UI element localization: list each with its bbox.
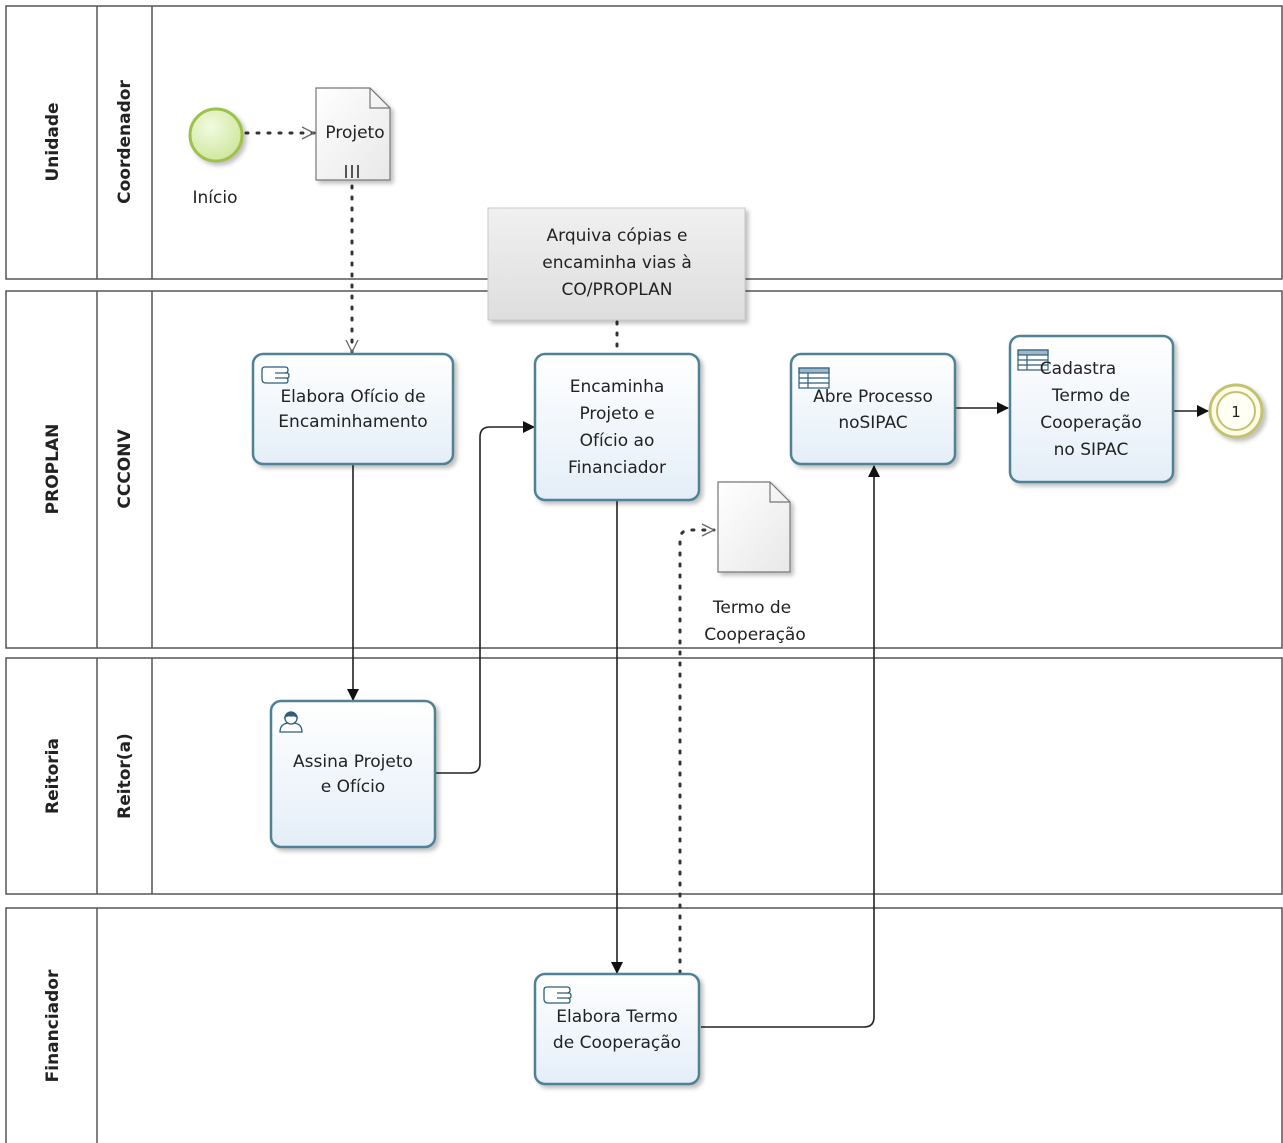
pool-label-unidade: Unidade [43, 102, 63, 181]
task-encaminha-line-3: Ofício ao [580, 431, 655, 451]
task-abre-processo-line-2: noSIPAC [838, 413, 907, 433]
task-encaminha-line-2: Projeto e [579, 404, 654, 424]
lane-label-reitor: Reitor(a) [115, 733, 135, 819]
pool-label-financiador: Financiador [43, 969, 63, 1082]
task-elabora-termo-line-2: de Cooperação [553, 1033, 681, 1053]
manual-task-icon [261, 366, 290, 384]
lane-label-coordenador: Coordenador [115, 80, 135, 204]
task-elabora-oficio[interactable] [251, 352, 455, 466]
text-annotation[interactable] [487, 207, 746, 321]
link-event-label: 1 [1231, 403, 1241, 421]
flow-assina-to-encaminha [436, 421, 535, 774]
task-elabora-oficio-line-1: Elabora Ofício de [280, 387, 425, 407]
annotation-line-1: Arquiva cópias e [547, 226, 688, 246]
data-object-projeto[interactable] [315, 87, 391, 181]
task-assina-line-2: e Ofício [321, 777, 385, 797]
annotation-line-3: CO/PROPLAN [562, 280, 673, 300]
task-cadastra-line-4: no SIPAC [1054, 440, 1129, 460]
pool-label-reitoria: Reitoria [43, 738, 63, 814]
task-cadastra-line-1: Cadastra [1040, 359, 1116, 379]
task-elabora-termo[interactable] [533, 972, 701, 1086]
data-object-termo-line-2: Cooperação [704, 625, 806, 645]
task-cadastra-termo[interactable] [1008, 334, 1175, 484]
data-object-projeto-label: Projeto [325, 123, 384, 143]
task-cadastra-line-2: Termo de [1051, 386, 1130, 406]
pool-reitoria: Reitoria Reitor(a) [5, 657, 1283, 895]
task-encaminha[interactable] [533, 352, 701, 502]
task-assina[interactable] [269, 699, 437, 849]
business-rule-icon [798, 367, 830, 389]
business-rule-icon [1017, 349, 1049, 371]
annotation-line-2: encaminha vias à [542, 253, 692, 273]
task-abre-processo-line-1: Abre Processo [813, 387, 933, 407]
start-event-label: Início [193, 188, 238, 208]
start-event[interactable] [188, 107, 244, 163]
collection-marker-icon [345, 165, 359, 178]
data-object-termo[interactable] [717, 481, 791, 573]
lane-label-ccconv: CCCONV [115, 429, 135, 509]
task-encaminha-line-4: Financiador [568, 458, 666, 478]
association-elabora-termo-to-termo-doc [678, 530, 716, 975]
task-encaminha-line-1: Encaminha [570, 377, 665, 397]
intermediate-link-event[interactable] [1208, 383, 1264, 439]
task-assina-line-1: Assina Projeto [293, 752, 413, 772]
pool-label-proplan: PROPLAN [43, 424, 63, 515]
task-abre-processo[interactable] [789, 352, 957, 466]
task-elabora-oficio-line-2: Encaminhamento [278, 412, 427, 432]
manual-task-icon [543, 986, 572, 1004]
user-task-icon [279, 711, 303, 733]
flow-elabora-termo-to-abre-processo [701, 465, 880, 1028]
task-cadastra-line-3: Cooperação [1040, 413, 1142, 433]
task-elabora-termo-line-1: Elabora Termo [556, 1007, 678, 1027]
data-object-termo-line-1: Termo de [712, 598, 791, 618]
